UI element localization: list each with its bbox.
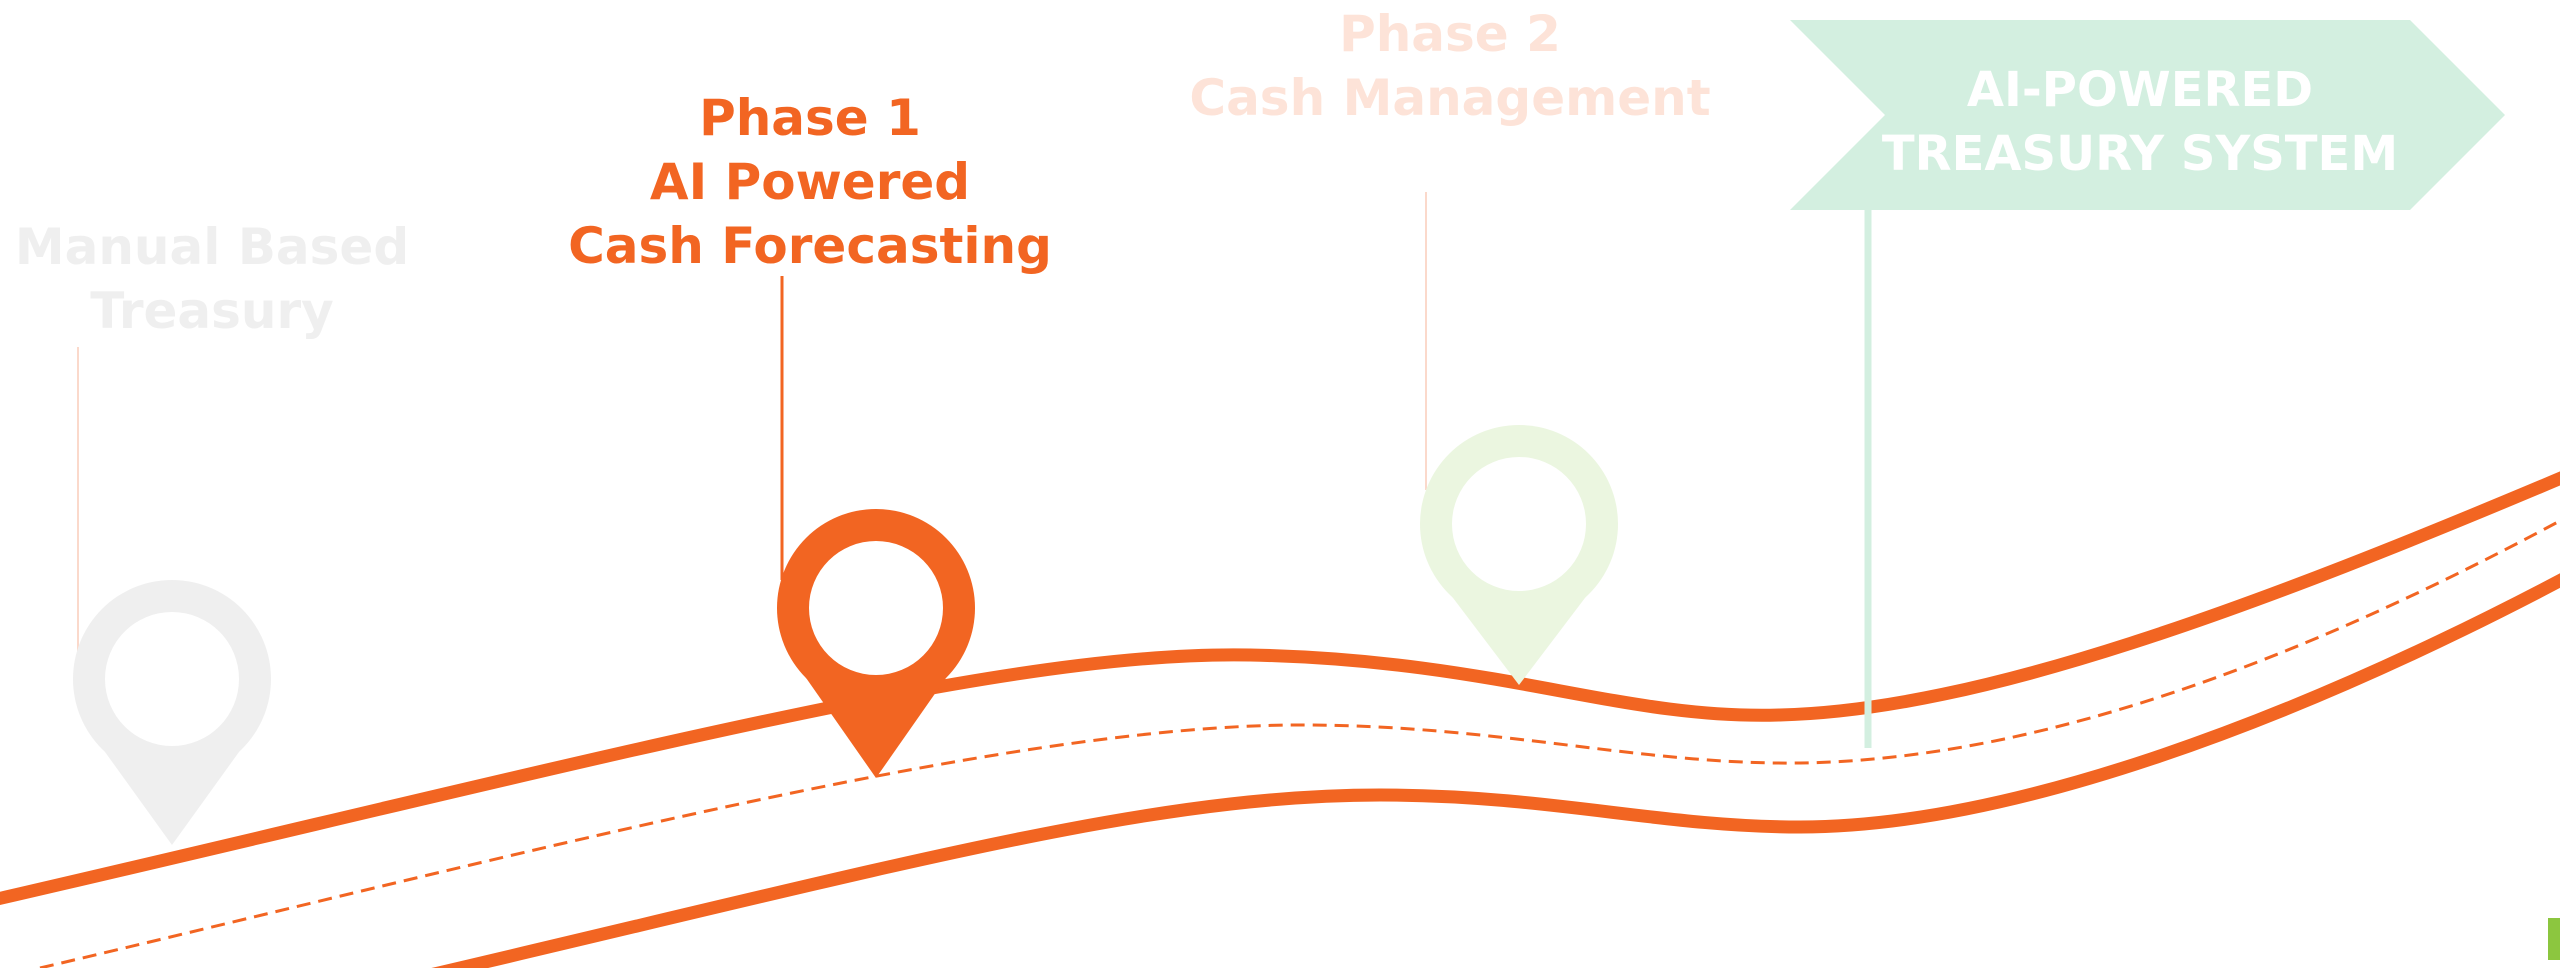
phase1-label: Phase 1 AI Powered Cash Forecasting	[560, 86, 1060, 278]
phase1-pin-icon	[777, 509, 975, 778]
manual-pin-icon	[73, 580, 271, 845]
corner-accent	[2548, 918, 2560, 960]
manual-label-line2: Treasury	[90, 282, 334, 340]
phase2-label-line1: Phase 2	[1339, 5, 1561, 63]
phase2-pin-icon	[1420, 425, 1618, 685]
road-upper-edge	[0, 471, 2560, 906]
goal-sign-line2: TREASURY SYSTEM	[1881, 126, 2399, 182]
road-lower-edge	[431, 573, 2560, 968]
sign-board	[1790, 20, 2505, 210]
manual-treasury-label: Manual Based Treasury	[2, 215, 422, 343]
phase1-label-line2: AI Powered	[649, 153, 971, 211]
goal-sign-label: AI-POWERED TREASURY SYSTEM	[1860, 58, 2420, 186]
goal-signpost	[1790, 20, 2505, 748]
manual-label-line1: Manual Based	[14, 218, 410, 276]
phase1-label-line1: Phase 1	[699, 89, 921, 147]
road-center-dashed	[39, 519, 2560, 968]
phase2-label-line2: Cash Management	[1189, 69, 1711, 127]
phase2-label: Phase 2 Cash Management	[1170, 2, 1730, 130]
phase1-label-line3: Cash Forecasting	[568, 217, 1052, 275]
goal-sign-line1: AI-POWERED	[1966, 62, 2314, 118]
road	[0, 471, 2560, 968]
